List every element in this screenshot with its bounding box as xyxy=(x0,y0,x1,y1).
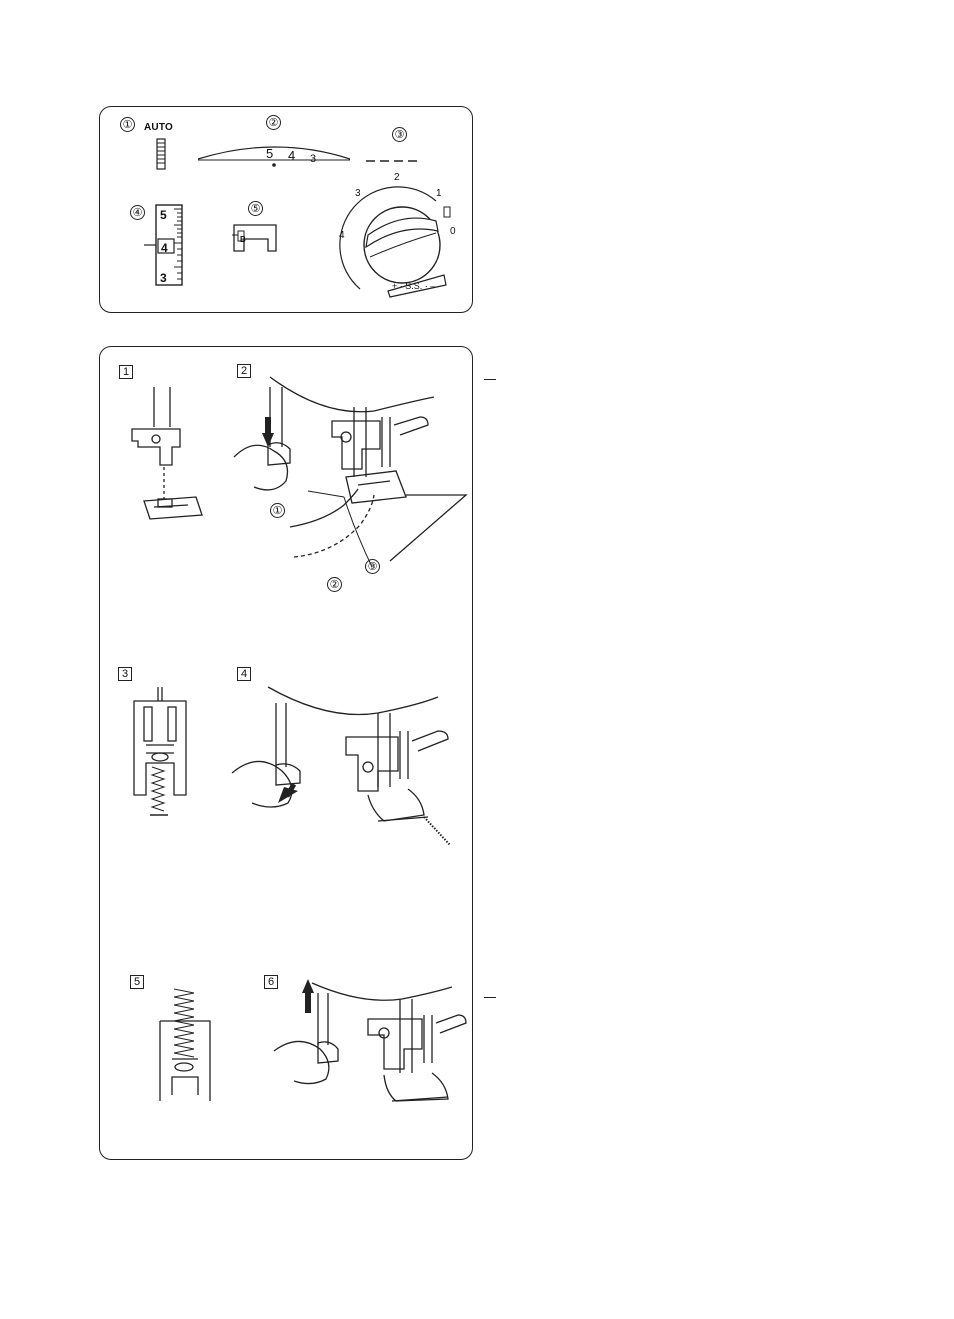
auto-stitch-icon xyxy=(155,139,167,171)
callout-4: ④ xyxy=(130,205,145,220)
width-scale-4: 4 xyxy=(288,149,295,163)
auto-label: AUTO xyxy=(144,121,173,135)
foot-letter: B xyxy=(240,233,246,247)
dial-number-4: 4 xyxy=(339,229,345,243)
step6-raise-foot-illustration xyxy=(272,983,472,1133)
length-scale-5: 5 xyxy=(160,208,167,222)
step-label-1: 1 xyxy=(119,365,133,379)
step-label-4: 4 xyxy=(237,667,251,681)
dial-number-2: 2 xyxy=(394,171,400,185)
margin-mark-top xyxy=(484,379,496,380)
step4-sew-illustration xyxy=(228,687,468,857)
step2-callout-1: ① xyxy=(270,503,285,518)
length-scale-4: 4 xyxy=(161,241,168,255)
settings-panel: ① AUTO ② 5 4 3 ③ 2 1 3 4 0 + · S.S. · – … xyxy=(99,106,473,313)
callout-3: ③ xyxy=(392,127,407,142)
margin-mark-bottom xyxy=(484,997,496,998)
step3-foot-position-illustration xyxy=(130,687,200,827)
dial-ss-label: + · S.S. · – xyxy=(392,279,435,293)
step2-callout-3: ③ xyxy=(365,559,380,574)
callout-5: ⑤ xyxy=(248,201,263,216)
step2-lower-foot-illustration xyxy=(234,377,474,597)
dial-number-3: 3 xyxy=(355,187,361,201)
step-label-2: 2 xyxy=(237,364,251,378)
width-scale-3: 3 xyxy=(310,152,316,166)
straight-stitch-icon xyxy=(366,159,422,163)
steps-panel: 1 2 xyxy=(99,346,473,1160)
callout-2: ② xyxy=(266,115,281,130)
step1-foot-attach-illustration xyxy=(124,387,224,537)
callout-1: ① xyxy=(120,117,135,132)
step-label-5: 5 xyxy=(130,975,144,989)
dial-number-1: 1 xyxy=(436,187,442,201)
step5-stitch-result-illustration xyxy=(156,985,216,1105)
dial-number-0: 0 xyxy=(450,225,456,239)
length-scale-3: 3 xyxy=(160,271,167,285)
step-label-3: 3 xyxy=(118,667,132,681)
step2-callout-2: ② xyxy=(327,577,342,592)
width-scale-5: 5 xyxy=(266,147,273,161)
